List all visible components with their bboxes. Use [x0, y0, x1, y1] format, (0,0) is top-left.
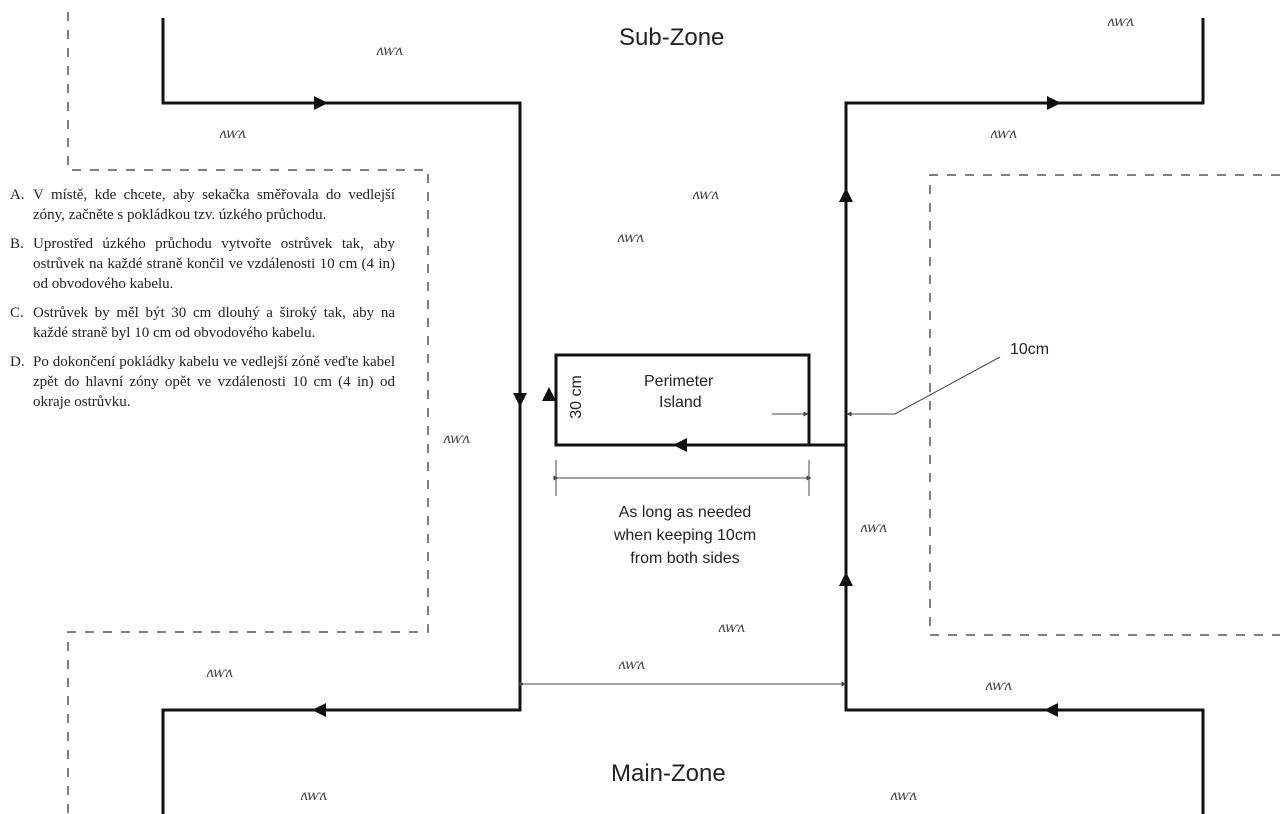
- step-b: B. Uprostřed úzkého průchodu vytvořte os…: [10, 234, 395, 294]
- sub-zone-label: Sub-Zone: [619, 24, 725, 51]
- length-note-line1: As long as needed: [618, 504, 752, 521]
- wire-direction-arrows: [312, 96, 1061, 717]
- step-text: Ostrůvek by měl být 30 cm dlouhý a širok…: [33, 305, 395, 341]
- arrow-bottom-right: [1044, 703, 1058, 717]
- left-dashed-boundary-top: [67, 12, 429, 814]
- main-zone-label: Main-Zone: [611, 760, 726, 787]
- dashed-zone-boundaries: [67, 12, 1280, 814]
- island-title-line2: Island: [659, 394, 702, 411]
- grass-icon: ʌⱳʌ: [376, 43, 403, 59]
- step-letter: B.: [10, 236, 24, 252]
- grass-icon: ʌⱳʌ: [617, 230, 644, 246]
- arrow-right-up-top: [839, 188, 853, 202]
- grass-icon: ʌⱳʌ: [1107, 14, 1134, 30]
- arrow-right-up-bottom: [839, 572, 853, 586]
- grass-icon: ʌⱳʌ: [990, 126, 1017, 142]
- grass-icon: ʌⱳʌ: [618, 657, 645, 673]
- callout-distance-label: 10cm: [1010, 341, 1050, 358]
- grass-icon: ʌⱳʌ: [692, 187, 719, 203]
- length-note-line3: from both sides: [630, 550, 740, 567]
- length-note-line2: when keeping 10cm: [613, 527, 757, 544]
- arrow-top-right: [1047, 96, 1061, 110]
- arrow-top-left: [314, 96, 328, 110]
- grass-icon: ʌⱳʌ: [985, 678, 1012, 694]
- arrow-island-left: [673, 438, 687, 452]
- wire-sub-zone-right: [844, 18, 1205, 814]
- arrow-island-up: [542, 387, 556, 401]
- step-c: C. Ostrůvek by měl být 30 cm dlouhý a ši…: [10, 303, 395, 343]
- right-dashed-boundary: [929, 174, 1280, 636]
- step-text: Po dokončení pokládky kabelu ve vedlejší…: [33, 354, 395, 410]
- grass-icon: ʌⱳʌ: [300, 788, 327, 804]
- instruction-steps: A. V místě, kde chcete, aby sekačka směř…: [10, 185, 395, 421]
- island-height-label: 30 cm: [567, 375, 585, 419]
- step-text: V místě, kde chcete, aby sekačka směřova…: [33, 187, 395, 223]
- dimension-lines: [519, 356, 1001, 687]
- step-letter: D.: [10, 354, 25, 370]
- arrow-bottom-left: [312, 703, 326, 717]
- grass-icon: ʌⱳʌ: [206, 665, 233, 681]
- step-text: Uprostřed úzkého průchodu vytvořte ostrů…: [33, 236, 395, 292]
- island-title-line1: Perimeter: [644, 373, 714, 390]
- step-a: A. V místě, kde chcete, aby sekačka směř…: [10, 185, 395, 225]
- step-letter: C.: [10, 305, 24, 321]
- grass-icon: ʌⱳʌ: [718, 620, 745, 636]
- grass-icon: ʌⱳʌ: [890, 788, 917, 804]
- step-d: D. Po dokončení pokládky kabelu ve vedle…: [10, 352, 395, 412]
- grass-icon: ʌⱳʌ: [219, 126, 246, 142]
- perimeter-island-wire: [554, 353, 846, 447]
- callout-leader: [880, 356, 1001, 415]
- grass-icon: ʌⱳʌ: [860, 520, 887, 536]
- arrow-left-down: [513, 393, 527, 407]
- grass-icon: ʌⱳʌ: [443, 431, 470, 447]
- step-letter: A.: [10, 187, 25, 203]
